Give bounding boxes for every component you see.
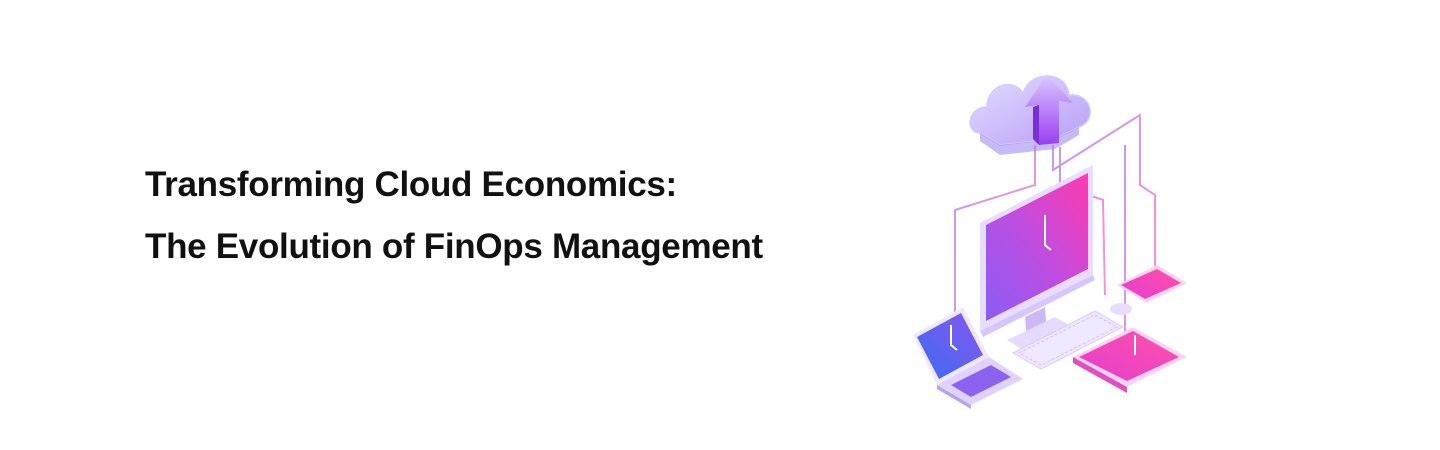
mouse-icon	[1110, 303, 1132, 315]
upload-arrow-icon	[1025, 75, 1073, 145]
laptop-icon	[913, 307, 1023, 409]
banner-title: Transforming Cloud Economics: The Evolut…	[145, 154, 763, 278]
desktop-monitor-icon	[980, 165, 1095, 351]
smartphone-icon	[1117, 265, 1187, 303]
cloud-devices-illustration	[895, 35, 1195, 420]
title-line-2: The Evolution of FinOps Management	[145, 227, 763, 266]
title-line-1: Transforming Cloud Economics:	[145, 165, 677, 204]
tablet-icon	[1073, 327, 1187, 393]
keyboard-icon	[1011, 310, 1125, 370]
cloud-icon	[969, 75, 1091, 155]
